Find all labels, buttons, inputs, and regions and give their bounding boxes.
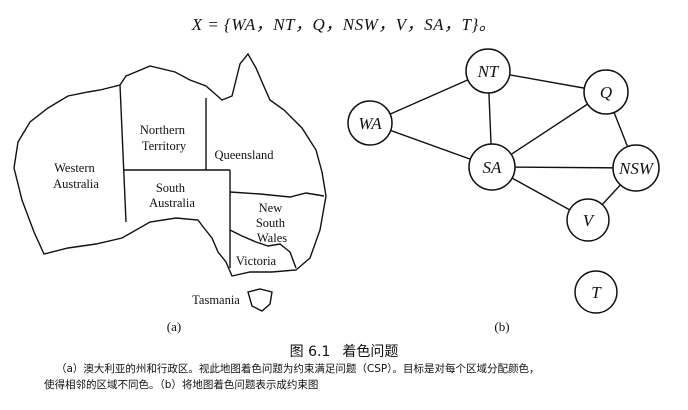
node-label: NT: [477, 62, 500, 81]
node-label: WA: [358, 114, 382, 133]
node-circle: [574, 270, 618, 314]
node-label: T: [591, 283, 602, 302]
node-nt: NT: [465, 48, 511, 94]
node-circle: [566, 198, 610, 242]
sublabel-a: (a): [167, 319, 181, 334]
variable-set-formula: X = {WA，NT，Q，NSW，V，SA，T}。: [191, 15, 497, 34]
caption-line-1: （a）澳大利亚的州和行政区。视此地图着色问题为约束满足问题（CSP）。目标是对每…: [56, 363, 540, 375]
figure-number: 图 6.1: [289, 344, 331, 360]
label-new-south-wales: New South Wales: [256, 201, 288, 245]
node-circle: [583, 69, 629, 115]
figure-caption: （a）澳大利亚的州和行政区。视此地图着色问题为约束满足问题（CSP）。目标是对每…: [44, 361, 664, 393]
q-nsw-border: [229, 191, 325, 198]
node-circle: [465, 48, 511, 94]
caption-line-2: 使得相邻的区域不同色。（b）将地图着色问题表示成约束图: [44, 379, 319, 391]
graph-nodes: WA NT Q SA NSW V T: [347, 48, 660, 314]
map-labels: Western Australia Northern Territory Que…: [53, 123, 288, 334]
sublabel-b: (b): [494, 319, 509, 334]
figure-title-text: 着色问题: [342, 344, 399, 360]
node-t: T: [574, 270, 618, 314]
label-tasmania: Tasmania: [192, 293, 240, 307]
node-circle: [347, 100, 393, 146]
node-q: Q: [583, 69, 629, 115]
edge-sa-nsw: [491, 166, 637, 169]
figure-title: 图 6.1 着色问题: [0, 341, 688, 361]
label-victoria: Victoria: [236, 254, 277, 268]
node-label: NSW: [618, 159, 655, 178]
nsw-v-border: [229, 229, 297, 269]
label-south-australia: South Australia: [149, 181, 195, 210]
label-northern-territory: Northern Territory: [140, 123, 188, 153]
node-circle: [612, 144, 660, 192]
wa-border: [119, 84, 127, 223]
node-label: V: [583, 211, 596, 230]
tasmania-outline: [247, 288, 273, 312]
node-sa: SA: [468, 143, 516, 191]
node-circle: [468, 143, 516, 191]
australia-map: [13, 52, 327, 312]
node-wa: WA: [347, 100, 393, 146]
node-label: SA: [483, 158, 503, 177]
label-western-australia: Western Australia: [53, 161, 99, 191]
node-nsw: NSW: [612, 144, 660, 192]
node-v: V: [566, 198, 610, 242]
mainland-outline: [13, 52, 327, 277]
label-queensland: Queensland: [214, 148, 274, 162]
node-label: Q: [600, 83, 612, 102]
constraint-graph: WA NT Q SA NSW V T (b): [347, 48, 660, 334]
